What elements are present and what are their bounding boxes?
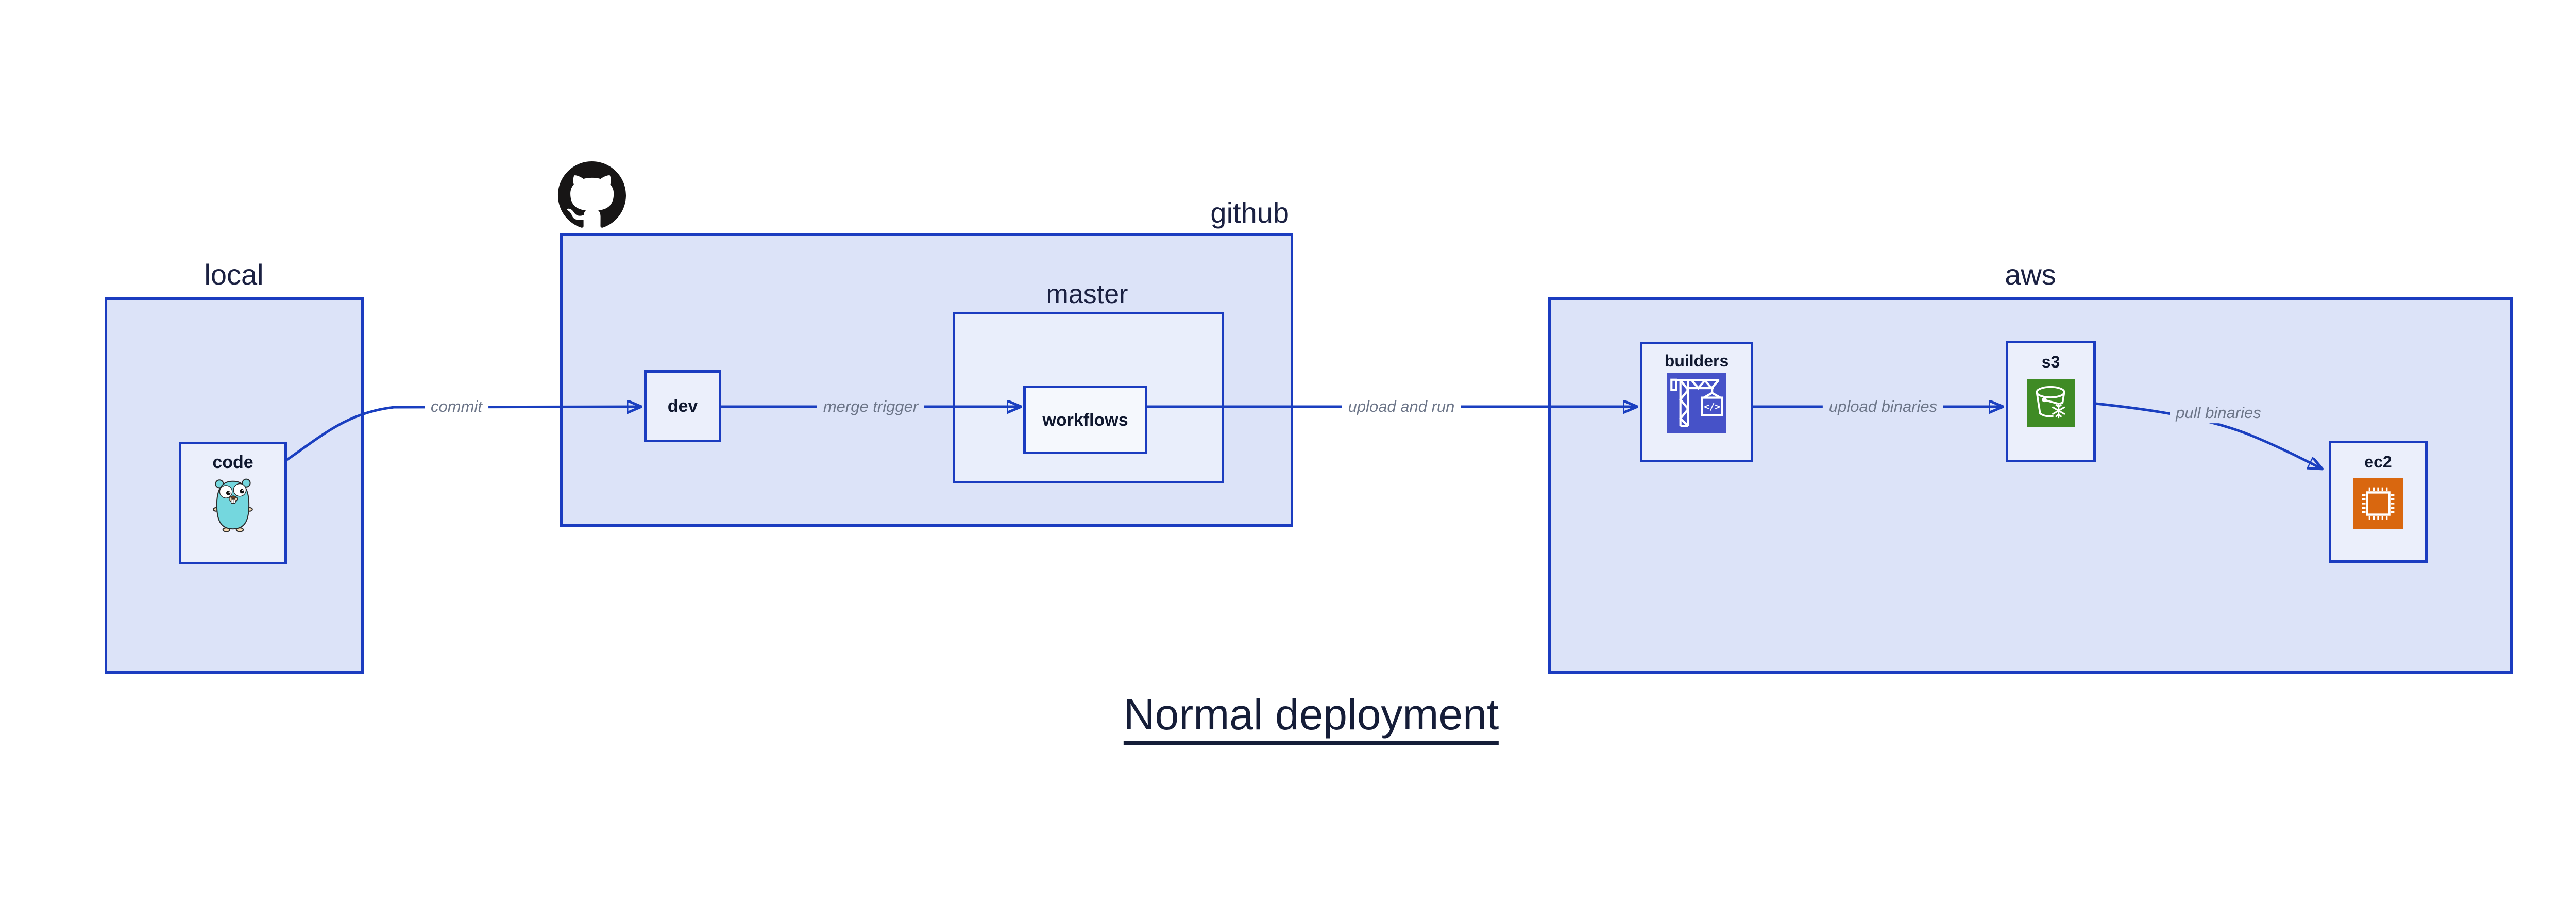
group-aws-label: aws — [2005, 258, 2056, 291]
node-dev: dev — [644, 370, 721, 442]
node-workflows: workflows — [1023, 386, 1147, 454]
aws-ec2-chip-icon — [2353, 478, 2403, 529]
group-github-label: github — [1210, 196, 1289, 229]
edge-label-upload-binaries: upload binaries — [1822, 396, 1944, 417]
node-ec2: ec2 — [2329, 441, 2428, 563]
node-code: code — [179, 442, 287, 564]
node-code-label: code — [212, 453, 253, 472]
node-builders-label: builders — [1664, 352, 1729, 370]
node-builders: builders </> — [1640, 342, 1753, 462]
aws-s3-bucket-snowflake-icon — [2027, 379, 2075, 427]
go-gopher-icon — [211, 476, 255, 534]
edge-label-upload-and-run: upload and run — [1342, 396, 1461, 417]
edge-label-merge-trigger: merge trigger — [817, 396, 925, 417]
node-s3-label: s3 — [2041, 353, 2060, 371]
group-local-label: local — [204, 258, 264, 291]
node-workflows-label: workflows — [1042, 410, 1128, 430]
node-s3: s3 — [2006, 341, 2096, 462]
edge-label-pull-binaries: pull binaries — [2170, 403, 2267, 423]
edge-label-commit: commit — [425, 396, 488, 417]
octocat-icon — [557, 161, 626, 229]
svg-text:</>: </> — [1704, 402, 1720, 412]
aws-codebuild-icon: </> — [1666, 373, 1727, 433]
group-master-label: master — [1046, 279, 1128, 309]
node-ec2-label: ec2 — [2364, 453, 2392, 471]
page-title: Normal deployment — [1123, 691, 1499, 745]
node-dev-label: dev — [667, 396, 698, 416]
